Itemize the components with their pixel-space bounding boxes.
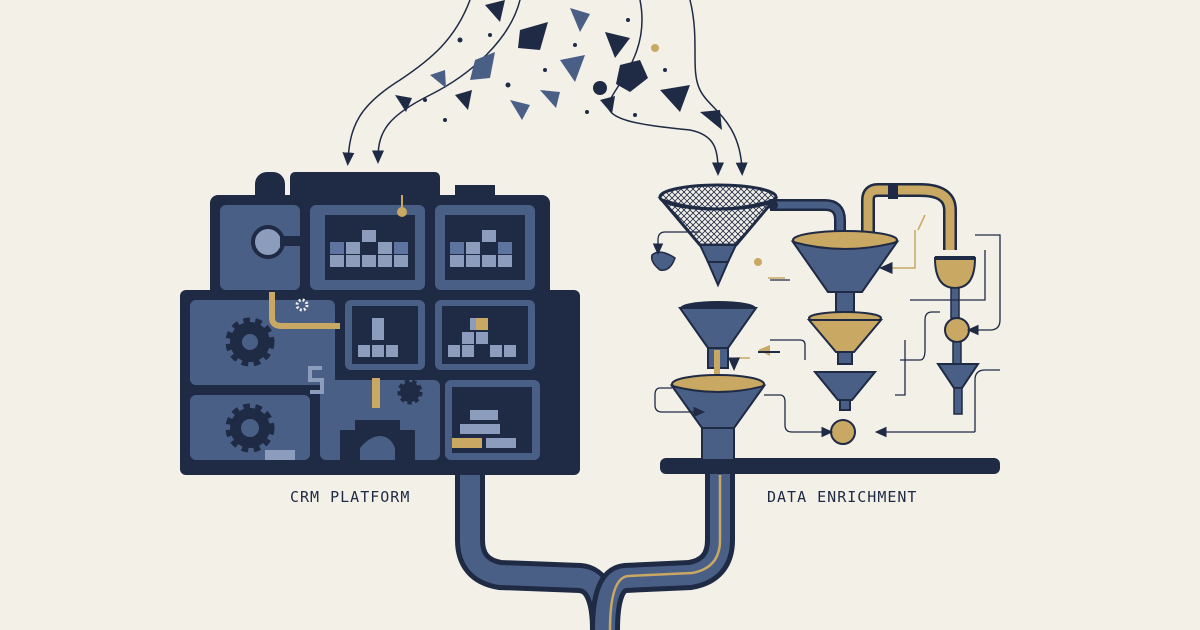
gear-icon xyxy=(225,317,275,367)
data-enrichment-system xyxy=(650,183,1001,474)
filter-funnel xyxy=(678,301,758,382)
gear-icon xyxy=(225,403,275,453)
filter-funnel xyxy=(669,374,767,461)
data-enrichment-label: DATA ENRICHMENT xyxy=(767,488,918,506)
gear-icon xyxy=(295,298,309,312)
output-pipes xyxy=(455,470,735,630)
filter-funnel xyxy=(657,183,779,288)
crm-platform-label: CRM PLATFORM xyxy=(290,488,411,506)
data-fragments xyxy=(342,0,748,176)
crm-machine xyxy=(180,172,580,475)
filter-funnel xyxy=(790,230,900,365)
gear-icon xyxy=(397,379,423,405)
filter-funnel xyxy=(812,371,878,411)
